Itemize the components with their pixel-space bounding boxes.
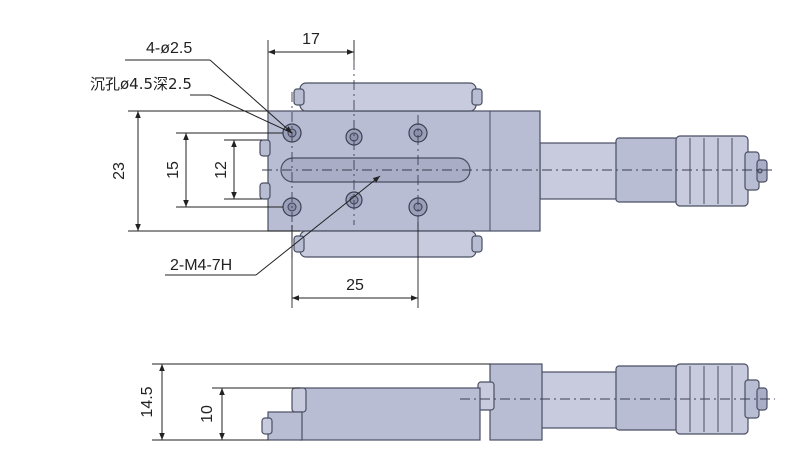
dim-15-label: 15 <box>165 161 182 179</box>
callout-counterbore-label: 沉孔ø4.5深2.5 <box>90 75 192 93</box>
callout-holes-label: 4-ø2.5 <box>146 40 192 57</box>
side-clamps <box>259 139 271 200</box>
dim-14-5-label: 14.5 <box>139 386 156 417</box>
dim-12: 12 <box>213 139 262 200</box>
dim-23: 23 <box>111 110 300 232</box>
callout-holes: 4-ø2.5 沉孔ø4.5深2.5 <box>90 40 293 134</box>
dim-23-label: 23 <box>111 162 128 180</box>
dim-25: 25 <box>291 222 419 308</box>
side-view: 14.5 10 <box>139 363 775 441</box>
top-view: 17 25 23 15 12 <box>90 31 775 308</box>
dim-25-label: 25 <box>346 277 364 294</box>
dim-10-label: 10 <box>199 405 216 423</box>
centerlines-top <box>262 60 775 258</box>
micrometer-head-top <box>539 135 768 207</box>
callout-tapped: 2-M4-7H <box>165 175 381 276</box>
rail-bottom <box>293 230 483 258</box>
dim-17-label: 17 <box>302 31 320 48</box>
dim-10: 10 <box>199 387 300 441</box>
micrometer-head-side <box>539 363 768 435</box>
dim-17: 17 <box>267 31 355 111</box>
rail-top <box>293 82 483 112</box>
callout-tapped-label: 2-M4-7H <box>170 257 232 274</box>
dim-12-label: 12 <box>213 161 230 179</box>
stage-body-side <box>261 363 543 441</box>
dim-15: 15 <box>165 132 283 208</box>
